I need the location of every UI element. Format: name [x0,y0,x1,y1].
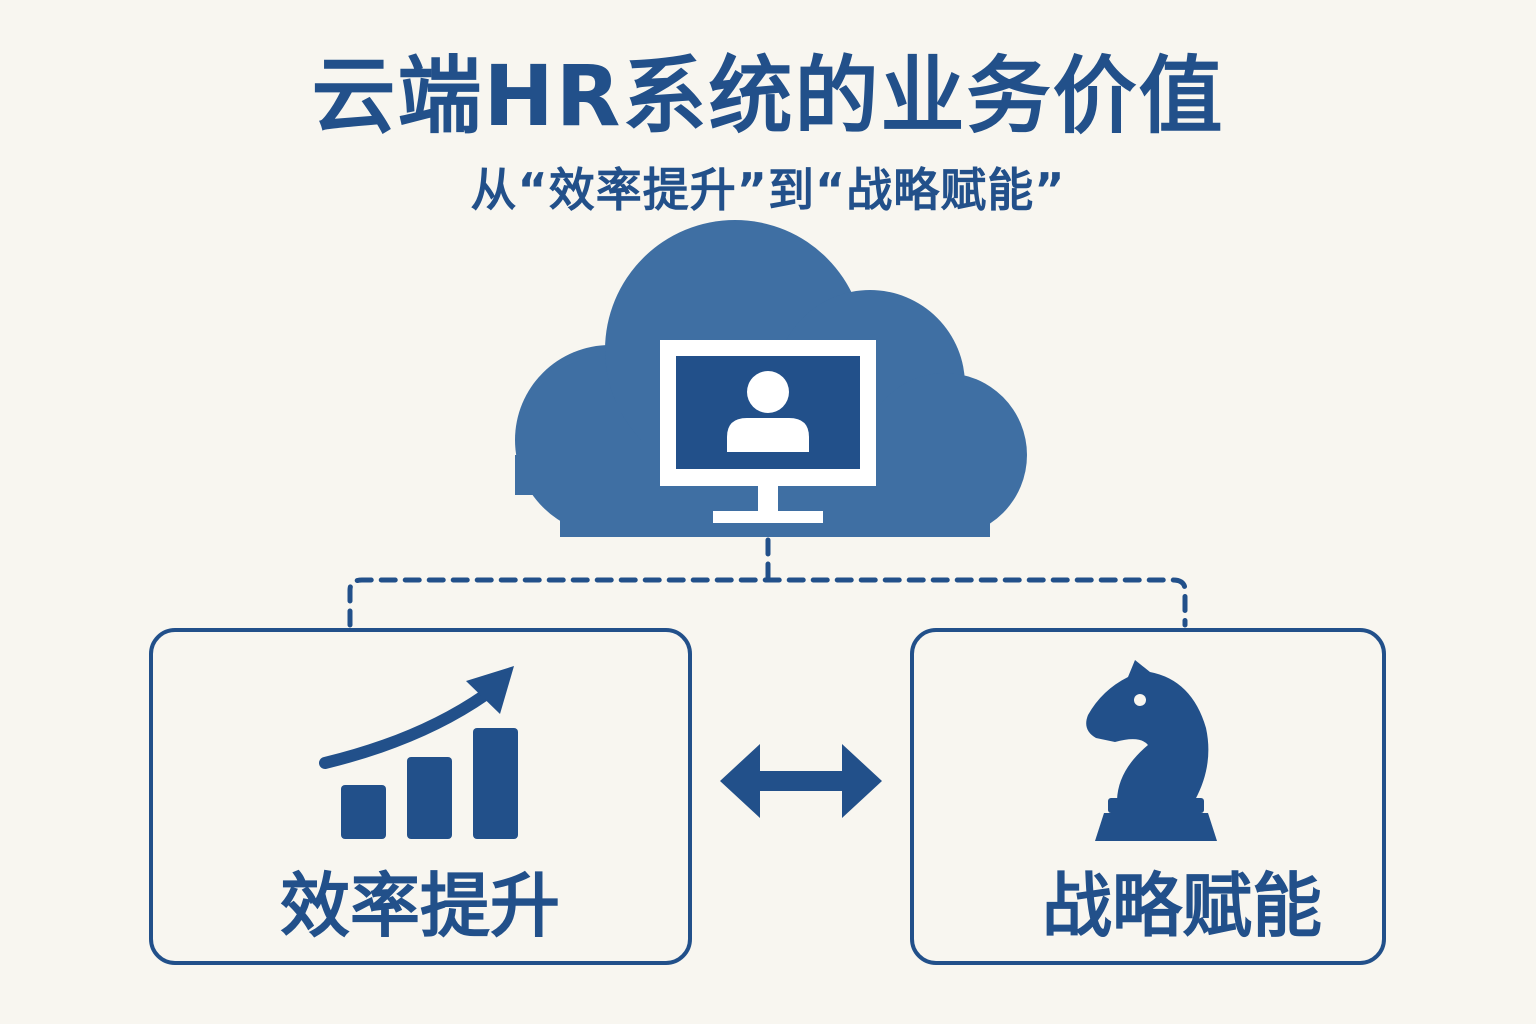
strategy-box [910,628,1386,965]
page-title: 云端HR系统的业务价值 [311,47,1225,145]
strategy-label: 战略赋能 [1042,865,1322,947]
efficiency-box [149,628,692,965]
dashed-connector [347,537,1188,628]
user-icon [727,371,809,452]
page-subtitle: 从“效率提升”到“战略赋能” [470,163,1066,217]
growth-bar-chart-icon [319,666,518,839]
chess-knight-icon [1086,660,1217,841]
double-arrow-icon [720,744,882,818]
efficiency-label: 效率提升 [280,865,560,947]
